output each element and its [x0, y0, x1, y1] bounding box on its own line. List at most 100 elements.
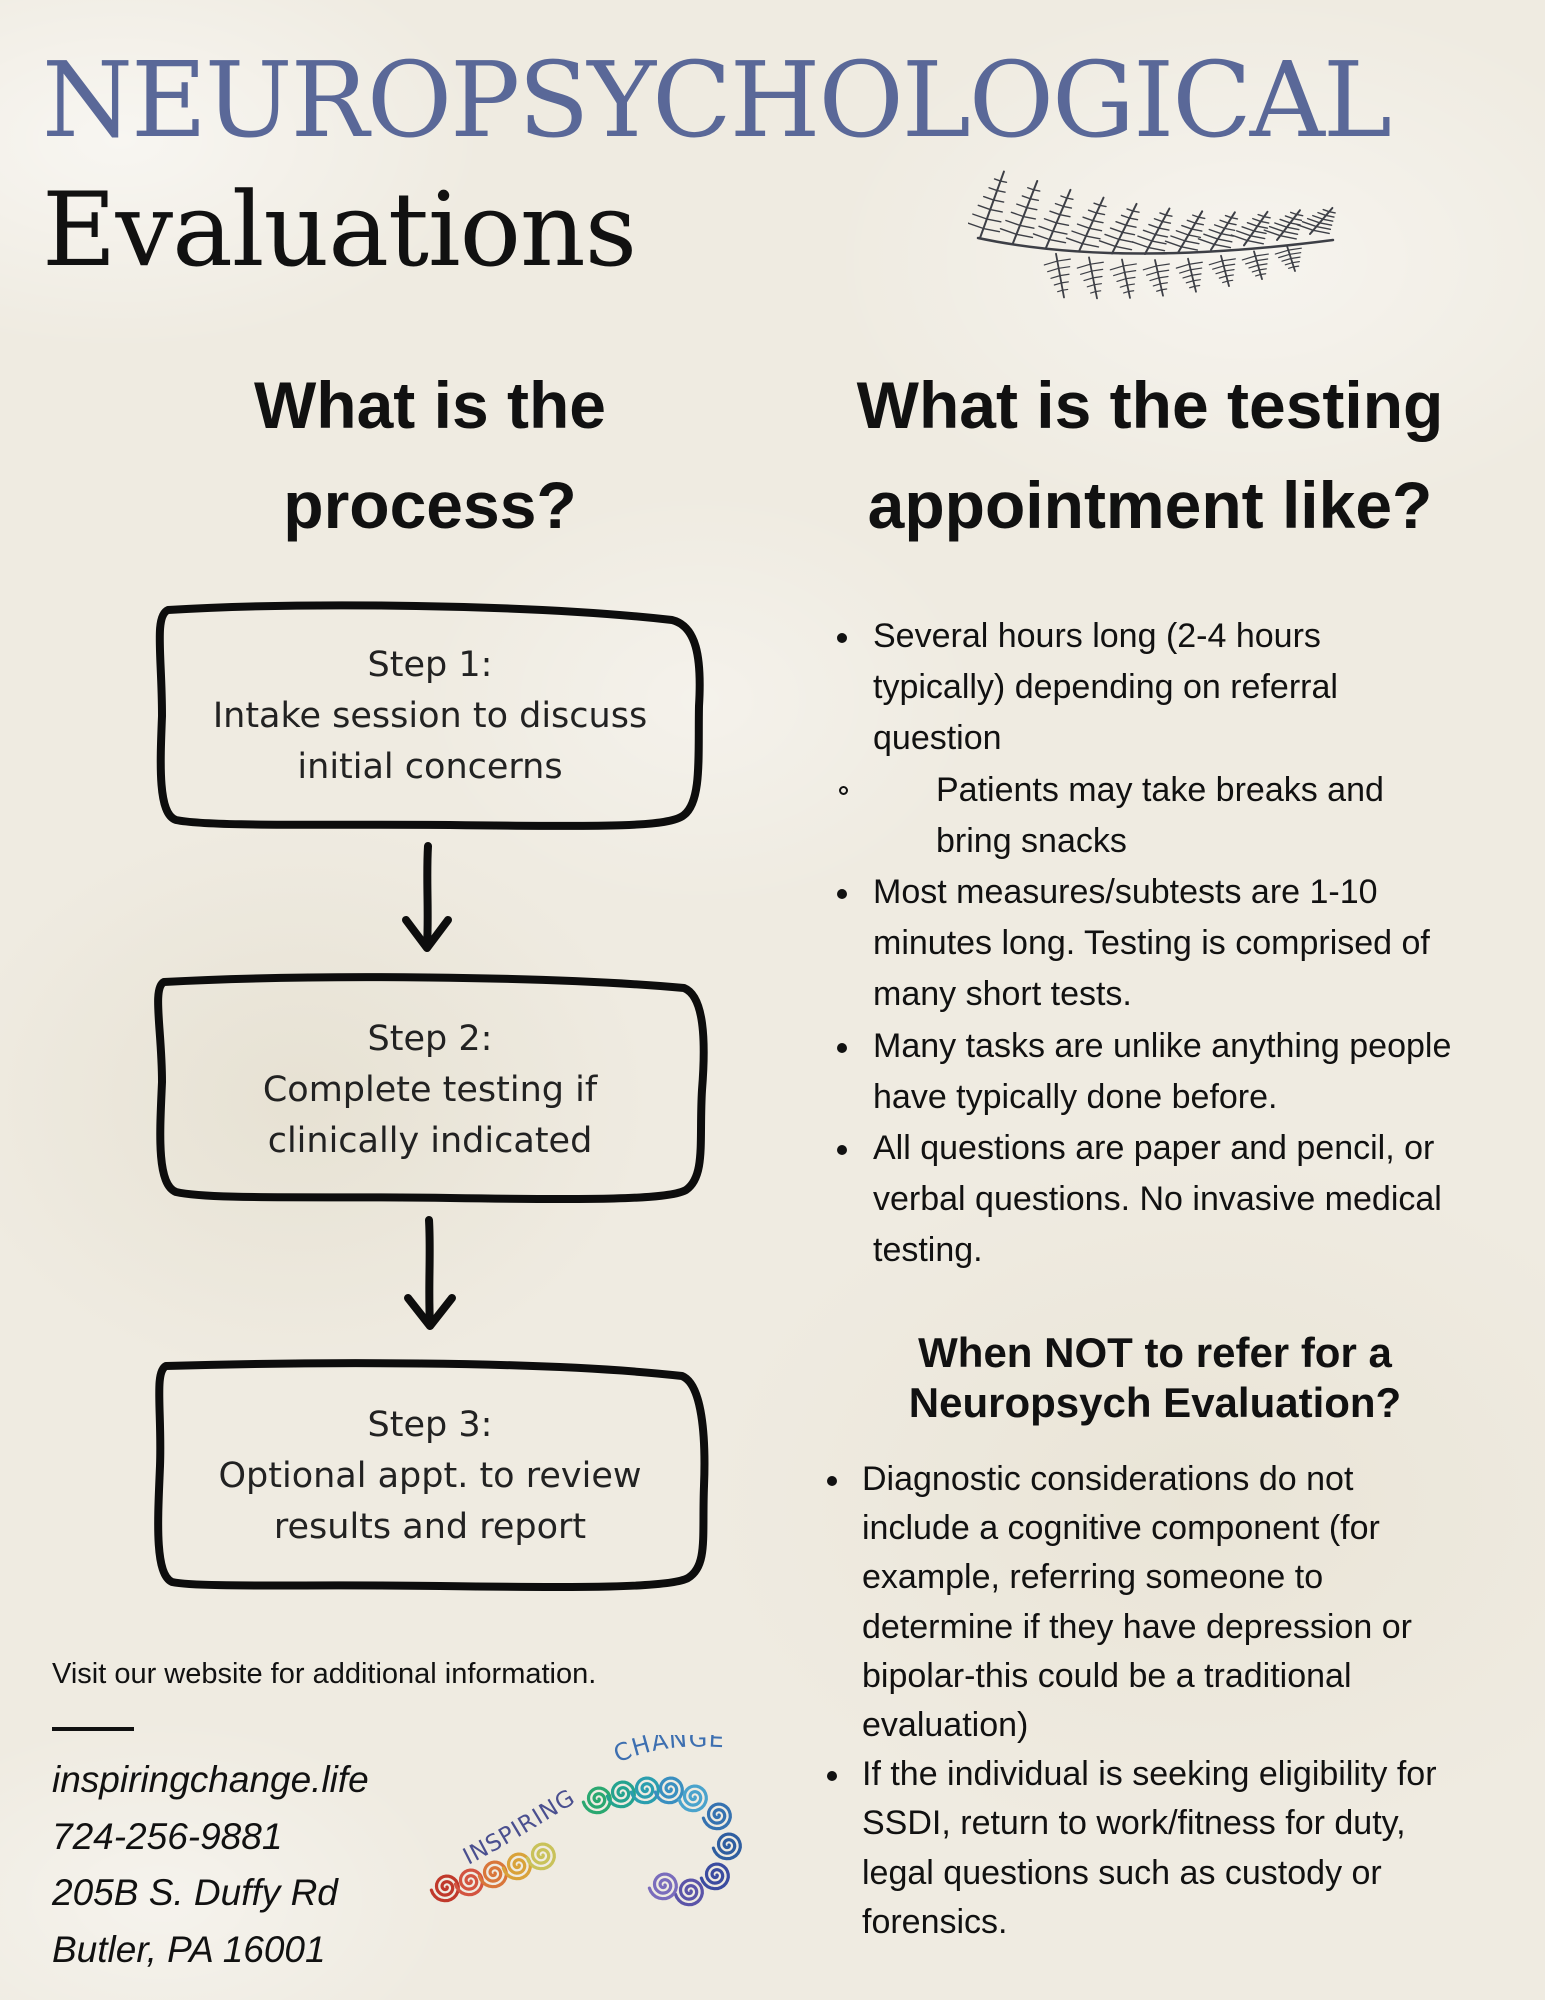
step-2-text: Step 2: Complete testing if clinically i…: [150, 970, 710, 1210]
list-item-line: SSDI, return to work/fitness for duty,: [862, 1804, 1406, 1843]
spiral-swirl-icon: [629, 1776, 660, 1805]
spiral-swirl-icon: [605, 1780, 636, 1809]
address-line-2: Butler, PA 16001: [52, 1928, 326, 1970]
bullet-icon: [837, 1042, 847, 1053]
step-2-border: [154, 973, 708, 1204]
step-3-label: Step 3:: [367, 1404, 493, 1445]
not-refer-list: Diagnostic considerations do not include…: [827, 1455, 1482, 1947]
step-2-box: Step 2: Complete testing if clinically i…: [150, 970, 710, 1210]
bullet-icon: [827, 1476, 837, 1486]
list-item: Many tasks are unlike anything people ha…: [837, 1021, 1518, 1123]
svg-text:CHANGE: CHANGE: [610, 1735, 726, 1768]
step-1-border: [155, 601, 704, 830]
list-item-line: minutes long. Testing is comprised of: [873, 924, 1430, 963]
spiral-swirl-icon: [525, 1842, 556, 1871]
website-link[interactable]: inspiringchange.life: [52, 1759, 369, 1800]
hollow-bullet-icon: [839, 785, 848, 795]
address-line-1: 205B S. Duffy Rd: [52, 1872, 338, 1913]
list-item: Several hours long (2-4 hours typically)…: [837, 611, 1518, 765]
step-1-line-2: initial concerns: [297, 746, 563, 787]
spiral-swirl-icon: [581, 1786, 612, 1815]
testing-list: Several hours long (2-4 hours typically)…: [837, 611, 1518, 1277]
spiral-swirl-icon: [701, 1802, 732, 1831]
process-heading: What is the process?: [160, 355, 700, 555]
spiral-swirl-icon: [477, 1860, 508, 1889]
step-2-line-2: clinically indicated: [267, 1120, 593, 1161]
bullet-icon: [837, 1145, 847, 1156]
list-item-line: example, referring someone to: [862, 1558, 1324, 1597]
logo-word-change: CHANGE: [610, 1735, 725, 1768]
contact-block: inspiringchange.life 724-256-9881 205B S…: [52, 1752, 369, 1978]
list-item: Most measures/subtests are 1-10 minutes …: [837, 867, 1518, 1021]
list-item-line: question: [873, 719, 1002, 758]
phone-number[interactable]: 724-256-9881: [52, 1815, 283, 1857]
spiral-swirl-icon: [501, 1852, 532, 1881]
list-item-line: Most measures/subtests are 1-10: [873, 873, 1378, 912]
step-1-line-1: Intake session to discuss: [212, 695, 648, 736]
list-item-line: forensics.: [862, 1902, 1008, 1941]
list-item-line: testing.: [873, 1231, 983, 1270]
svg-text:INSPIRING: INSPIRING: [459, 1785, 580, 1871]
list-item-line: legal questions such as custody or: [862, 1853, 1382, 1892]
list-item-line: bring snacks: [936, 821, 1127, 860]
spiral-swirl-icon: [653, 1776, 684, 1805]
list-item: If the individual is seeking eligibility…: [827, 1750, 1482, 1947]
list-item-line: Many tasks are unlike anything people: [873, 1026, 1452, 1065]
inspiring-change-logo: INSPIRING CHANGE: [429, 1735, 742, 1907]
divider: [52, 1727, 134, 1731]
step-3-border: [154, 1359, 709, 1592]
testing-heading-line1: What is the testing: [856, 368, 1444, 442]
arrow-down-icon: [404, 1216, 456, 1330]
page-title: NEUROPSYCHOLOGICAL: [42, 39, 1392, 161]
step-3-line-2: results and report: [273, 1506, 587, 1547]
not-refer-heading-line1: When NOT to refer for a: [918, 1329, 1392, 1376]
fern-leaf-icon: [968, 170, 1336, 300]
spiral-swirl-icon: [677, 1784, 708, 1813]
list-item-line: determine if they have depression or: [862, 1607, 1412, 1646]
step-3-box: Step 3: Optional appt. to review results…: [150, 1356, 710, 1596]
not-refer-heading-line2: Neuropsych Evaluation?: [908, 1379, 1402, 1426]
step-1-text: Step 1: Intake session to discuss initia…: [150, 596, 710, 836]
process-heading-line1: What is the: [253, 368, 606, 442]
list-item-line: Patients may take breaks and: [936, 770, 1384, 809]
spiral-swirl-icon: [699, 1862, 730, 1891]
list-item-line: evaluation): [862, 1706, 1029, 1745]
bullet-icon: [827, 1771, 837, 1782]
spiral-swirl-icon: [429, 1874, 460, 1903]
list-item-line: many short tests.: [873, 975, 1132, 1014]
list-item-line: bipolar-this could be a traditional: [862, 1656, 1352, 1695]
list-item-line: include a cognitive component (for: [862, 1509, 1380, 1548]
list-item: Diagnostic considerations do not include…: [827, 1455, 1482, 1750]
testing-heading-line2: appointment like?: [867, 468, 1433, 542]
bullet-icon: [837, 889, 847, 900]
step-2-line-1: Complete testing if: [262, 1069, 598, 1110]
step-3-line-1: Optional appt. to review: [218, 1455, 642, 1496]
visit-website-text: Visit our website for additional informa…: [52, 1658, 597, 1690]
step-2-label: Step 2:: [367, 1018, 493, 1059]
testing-heading: What is the testing appointment like?: [800, 355, 1500, 555]
page-subtitle: Evaluations: [42, 171, 637, 290]
bullet-icon: [837, 633, 847, 643]
list-item: Patients may take breaks and bring snack…: [839, 765, 1518, 867]
step-1-label: Step 1:: [367, 644, 493, 685]
not-refer-heading: When NOT to refer for a Neuropsych Evalu…: [860, 1328, 1450, 1428]
list-item-line: All questions are paper and pencil, or: [873, 1129, 1435, 1168]
spiral-swirl-icon: [711, 1832, 742, 1861]
process-heading-line2: process?: [283, 468, 577, 542]
list-item-line: have typically done before.: [873, 1077, 1278, 1116]
list-item-line: Diagnostic considerations do not: [862, 1460, 1354, 1498]
list-item-line: If the individual is seeking eligibility…: [862, 1755, 1437, 1794]
spiral-swirl-icon: [429, 1776, 742, 1907]
list-item: All questions are paper and pencil, or v…: [837, 1123, 1518, 1277]
arrow-down-icon: [402, 842, 452, 952]
list-item-line: typically) depending on referral: [873, 668, 1338, 707]
step-1-box: Step 1: Intake session to discuss initia…: [150, 596, 710, 836]
spiral-swirl-icon: [647, 1872, 678, 1901]
list-item-line: Several hours long (2-4 hours: [873, 617, 1321, 655]
spiral-swirl-icon: [673, 1878, 704, 1907]
logo-word-inspiring: INSPIRING: [459, 1785, 579, 1871]
spiral-swirl-icon: [453, 1868, 484, 1897]
step-3-text: Step 3: Optional appt. to review results…: [150, 1356, 710, 1596]
list-item-line: verbal questions. No invasive medical: [873, 1180, 1442, 1219]
